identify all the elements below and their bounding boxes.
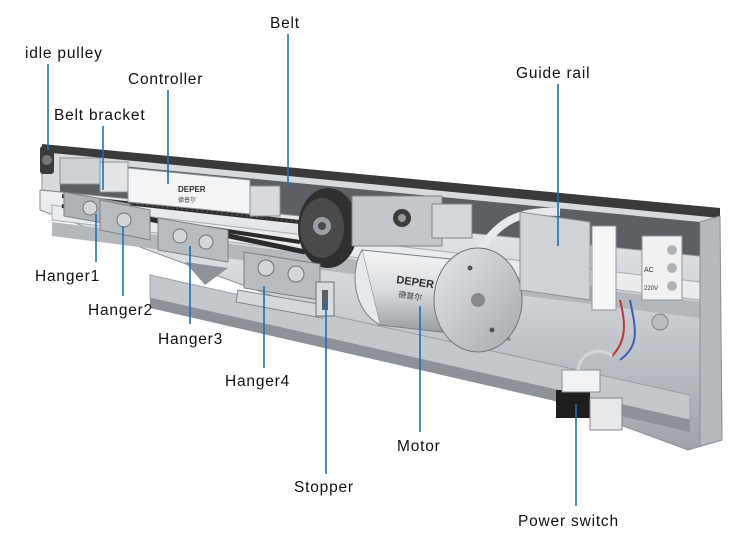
label-stopper: Stopper [294,479,354,496]
labels: idle pulley Belt bracket Controller Belt… [25,15,619,530]
label-idle-pulley: idle pulley [25,45,103,62]
motor-brand-cn: 德普尔 [398,289,423,302]
drive-pulley [298,188,358,268]
controller-box: DEPER 德普尔 [127,167,281,217]
label-hanger3: Hanger3 [158,331,223,348]
terminal-ac-label: AC [644,267,654,274]
label-motor: Motor [397,438,441,455]
hanger-4-part [235,251,331,319]
label-guide-rail: Guide rail [516,65,590,82]
gearbox [351,195,561,253]
idle-pulley-part [40,146,54,174]
belt-bracket-part [59,157,129,193]
stopper-part [315,281,335,317]
terminal-voltage-label: 220V [644,286,658,292]
controller-brand: DEPER [178,185,206,194]
label-power-switch: Power switch [518,513,619,530]
label-controller: Controller [128,71,203,88]
terminal-block: AC 220V [591,225,683,361]
guide-rail-part [519,211,591,301]
label-belt: Belt [270,15,300,32]
label-hanger2: Hanger2 [88,302,153,319]
label-hanger4: Hanger4 [225,373,290,390]
hanger-3-part [157,217,229,285]
motor-brand: DEPER [396,274,435,291]
leader-lines [47,34,577,506]
motor-part: DEPER 德普尔 [354,247,523,353]
controller-brand-cn: 德普尔 [178,196,196,204]
label-belt-bracket: Belt bracket [54,107,145,124]
hanger-2-part [99,199,151,241]
power-switch-part [556,349,623,431]
label-hanger1: Hanger1 [35,268,100,285]
